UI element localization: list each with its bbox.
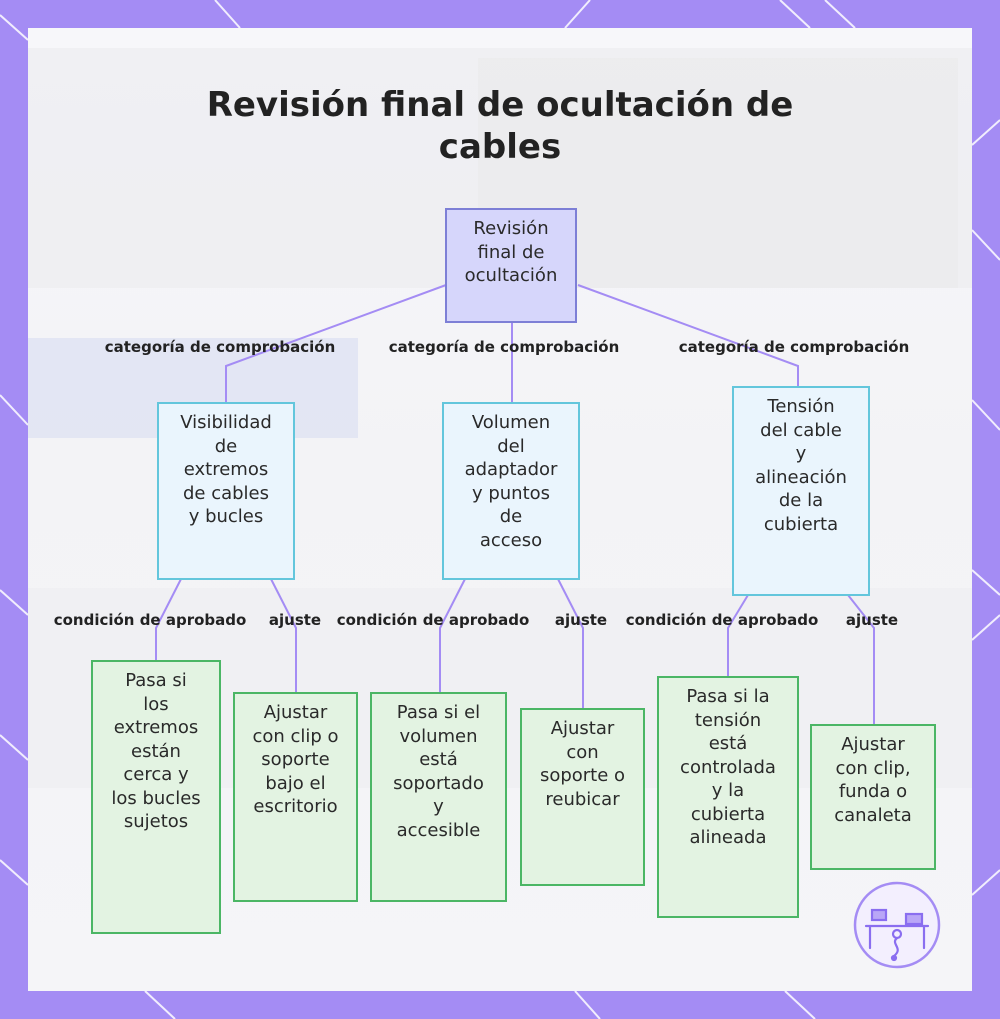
edge-category-2-to-leaf-3 <box>439 578 466 692</box>
edge-category-1-to-leaf-1 <box>155 578 182 660</box>
edge-label-leaf-3: condición de aprobado <box>336 611 530 629</box>
leaf-node-4: Ajustar con soporte o reubicar <box>520 708 645 886</box>
edge-category-3-to-leaf-5 <box>727 594 749 676</box>
category-node-1: Visibilidad de extremos de cables y bucl… <box>157 402 295 580</box>
edge-label-leaf-6: ajuste <box>845 611 899 629</box>
edge-root-to-category-3 <box>577 284 799 386</box>
edge-root-to-category-1 <box>225 284 447 402</box>
category-node-text: Visibilidad de extremos de cables y bucl… <box>180 412 272 527</box>
edge-label-leaf-1: condición de aprobado <box>53 611 247 629</box>
leaf-node-1: Pasa si los extremos están cerca y los b… <box>91 660 221 934</box>
leaf-node-text: Ajustar con clip, funda o canaleta <box>834 734 912 826</box>
root-node: Revisión final de ocultación <box>445 208 577 323</box>
category-node-2: Volumen del adaptador y puntos de acceso <box>442 402 580 580</box>
category-node-text: Tensión del cable y alineación de la cub… <box>755 396 847 535</box>
edge-category-1-to-leaf-2 <box>270 578 297 692</box>
category-node-3: Tensión del cable y alineación de la cub… <box>732 386 870 596</box>
diagram-panel: Revisión final de ocultación de cables R… <box>28 28 972 991</box>
leaf-node-text: Ajustar con soporte o reubicar <box>539 718 626 810</box>
edge-label-category-1: categoría de comprobación <box>104 338 336 356</box>
title-line: Revisión final de ocultación de <box>206 85 794 125</box>
edge-category-2-to-leaf-4 <box>557 578 584 708</box>
leaf-node-6: Ajustar con clip, funda o canaleta <box>810 724 936 870</box>
edge-label-leaf-4: ajuste <box>554 611 608 629</box>
title-line: cables <box>438 127 562 167</box>
edge-label-category-3: categoría de comprobación <box>678 338 910 356</box>
leaf-node-text: Ajustar con clip o soporte bajo el escri… <box>252 702 339 817</box>
edge-label-leaf-5: condición de aprobado <box>625 611 819 629</box>
leaf-node-text: Pasa si los extremos están cerca y los b… <box>111 670 201 832</box>
leaf-node-text: Pasa si la tensión está controlada y la … <box>680 686 776 848</box>
leaf-node-2: Ajustar con clip o soporte bajo el escri… <box>233 692 358 902</box>
edge-label-leaf-2: ajuste <box>268 611 322 629</box>
category-node-text: Volumen del adaptador y puntos de acceso <box>464 412 558 551</box>
edge-category-3-to-leaf-6 <box>847 594 875 724</box>
diagram-title: Revisión final de ocultación de cables <box>28 84 972 168</box>
leaf-node-3: Pasa si el volumen está soportado y acce… <box>370 692 507 902</box>
root-node-text: Revisión final de ocultación <box>464 218 558 286</box>
edge-label-category-2: categoría de comprobación <box>388 338 620 356</box>
leaf-node-5: Pasa si la tensión está controlada y la … <box>657 676 799 918</box>
desk-cable-logo-icon <box>853 881 941 969</box>
leaf-node-text: Pasa si el volumen está soportado y acce… <box>393 702 484 841</box>
edge-layer <box>155 284 875 724</box>
